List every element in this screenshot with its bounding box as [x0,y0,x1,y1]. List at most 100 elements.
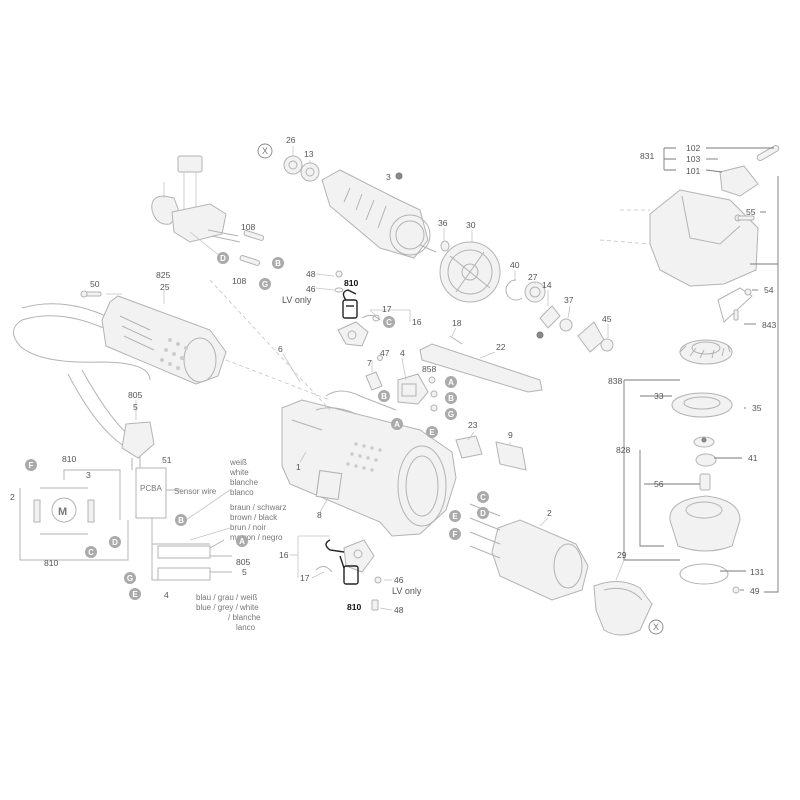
label-101: 101 [686,166,701,176]
parts-23-9 [455,435,527,471]
label-2a: 2 [547,508,552,518]
brush-holder-top [334,270,381,347]
connection-bubbles: D B G C A B B A G E C D E F F B C D G A … [25,252,489,600]
bubble-g-3: G [124,572,136,584]
label-54: 54 [764,285,774,295]
label-17a: 17 [382,304,392,314]
label-16b: 16 [279,550,289,560]
label-4a: 4 [400,348,405,358]
label-810b: 810 [347,602,362,612]
cross-markers: X X [257,143,664,635]
label-50: 50 [90,279,100,289]
svg-text:B: B [381,392,387,401]
label-26: 26 [286,135,296,145]
bubble-e-3: E [129,588,141,600]
bubble-d-2: D [477,507,489,519]
label-131: 131 [750,567,765,577]
wire-weiss: weiß [229,458,247,467]
bubble-c-2: C [477,491,489,503]
label-4b: 4 [164,590,169,600]
lv-only-label-a: LV only [282,295,312,305]
label-5b: 5 [242,567,247,577]
wire-braun: braun / schwarz [230,503,286,512]
bubble-f-2: F [25,459,37,471]
label-48b: 48 [394,605,404,615]
bubble-b-3: B [445,392,457,404]
label-40: 40 [510,260,520,270]
switch-module [151,155,241,243]
bubble-e-2: E [449,510,461,522]
x-marker-top: X [257,143,273,159]
lv-only-label-b: LV only [392,586,422,596]
sensor-wire-label: Sensor wire [174,487,217,496]
svg-text:B: B [178,516,184,525]
label-810a: 810 [344,278,359,288]
bubble-g-2: G [445,408,457,420]
label-25: 25 [160,282,170,292]
label-6: 6 [278,344,283,354]
pcba-label: PCBA [140,484,162,493]
bubble-a-2: A [391,418,403,430]
bearing-parts [505,279,614,353]
label-843: 843 [762,320,777,330]
label-805b: 805 [236,557,251,567]
svg-text:E: E [452,512,458,521]
power-cable [13,303,155,470]
wire-blau: blau / grau / weiß [196,593,257,602]
right-bracket [623,147,779,593]
label-36: 36 [438,218,448,228]
bubble-b-1: B [272,257,284,269]
label-33: 33 [654,391,664,401]
label-23: 23 [468,420,478,430]
bubble-c-3: C [85,546,97,558]
label-30: 30 [466,220,476,230]
svg-text:C: C [480,493,486,502]
brush-holder-bottom [315,539,382,611]
svg-text:B: B [448,394,454,403]
label-810d: 810 [44,558,59,568]
svg-text:D: D [480,509,486,518]
svg-text:G: G [448,410,454,419]
label-810c: 810 [62,454,77,464]
wire-blue: blue / grey / white [196,603,259,612]
bubble-f-1: F [449,528,461,540]
bubble-d-3: D [109,536,121,548]
x-marker-bottom: X [648,619,664,635]
label-17b: 17 [300,573,310,583]
label-828: 828 [616,445,631,455]
gear-housing-top [649,145,780,287]
label-16a: 16 [412,317,422,327]
svg-text:F: F [29,461,34,470]
svg-text:A: A [394,420,400,429]
bubble-d-1: D [217,252,229,264]
label-18: 18 [452,318,462,328]
bubble-b-4: B [175,514,187,526]
lever-18-22 [419,335,543,393]
brush-810-top [342,289,358,319]
label-29: 29 [617,550,627,560]
svg-text:X: X [653,622,659,632]
label-2b: 2 [10,492,15,502]
label-8: 8 [317,510,322,520]
wire-blanco: blanco [230,488,254,497]
parts-7-4-858 [365,355,438,412]
bubble-a-1: A [445,376,457,388]
svg-text:E: E [132,590,138,599]
screw-50 [80,290,102,298]
label-56: 56 [654,479,664,489]
label-37: 37 [564,295,574,305]
label-13: 13 [304,149,314,159]
guard-29 [593,581,653,636]
nuts-and-spindle [669,436,741,594]
label-45: 45 [602,314,612,324]
schematic-labels: M PCBA Sensor wire weiß white blanche bl… [58,458,286,632]
svg-text:A: A [448,378,454,387]
fan-30 [439,241,501,303]
bubble-g-1: G [259,278,271,290]
label-49: 49 [750,586,760,596]
bevel-gear [679,339,733,365]
label-46a: 46 [306,284,316,294]
label-46b: 46 [394,575,404,585]
label-35: 35 [752,403,762,413]
